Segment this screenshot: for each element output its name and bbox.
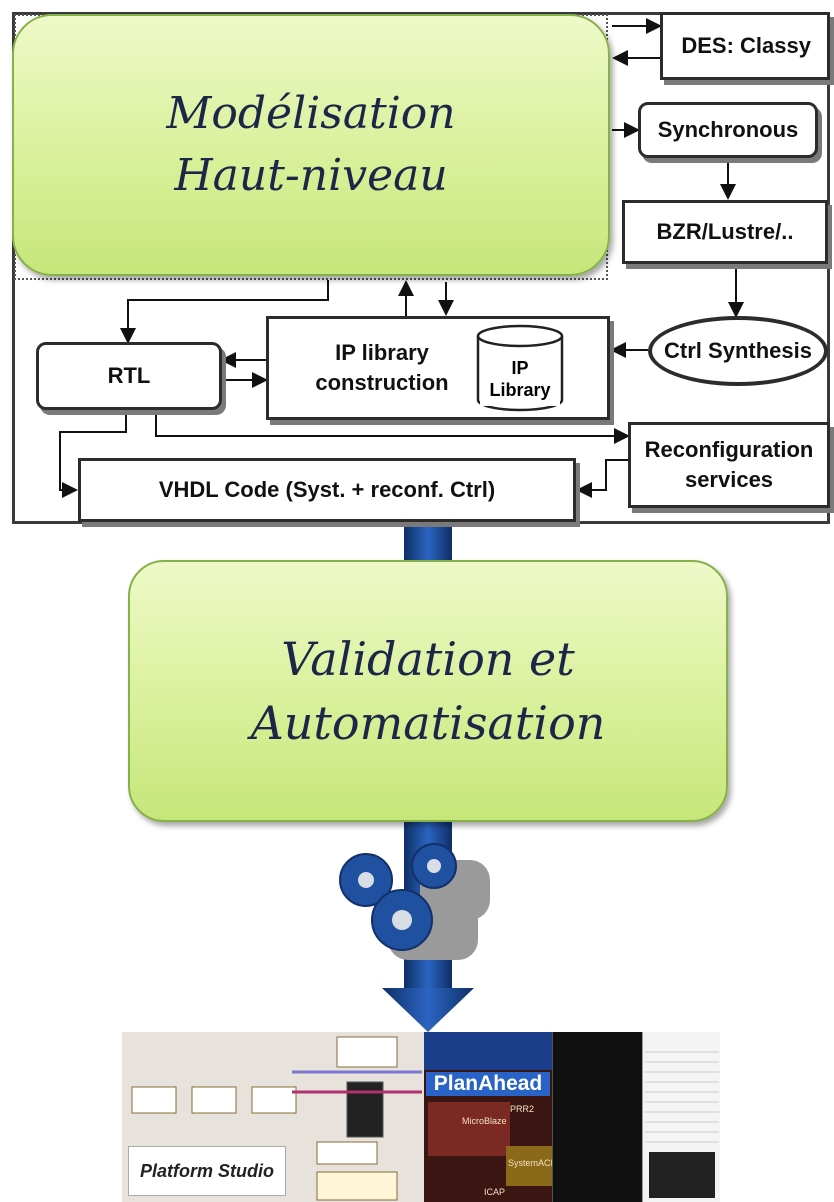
planahead-properties-pane <box>642 1032 720 1202</box>
ip-library-construction-label: IP library construction <box>315 340 449 395</box>
vhdl-code-label: VHDL Code (Syst. + reconf. Ctrl) <box>158 477 496 502</box>
bzr-lustre-label: BZR/Lustre/.. <box>656 219 794 244</box>
ctrl-synthesis-oval: Ctrl Synthesis <box>648 316 828 386</box>
vhdl-code-box: VHDL Code (Syst. + reconf. Ctrl) <box>78 458 576 522</box>
modelisation-title: Modélisation Haut-niveau <box>166 88 456 201</box>
ip-library-label: IP Library <box>480 352 560 406</box>
planahead-logo: PlanAhead <box>426 1072 550 1096</box>
icap-label: ICAP <box>484 1187 506 1197</box>
validation-title: Validation et Automatisation <box>250 632 606 750</box>
synchronous-label: Synchronous <box>657 117 799 142</box>
microblaze-label: MicroBlaze <box>462 1116 507 1126</box>
tools-screenshot: Platform Studio PlanAhead MicroBlaze Sys… <box>122 1032 720 1202</box>
modelisation-box: Modélisation Haut-niveau <box>12 14 610 276</box>
systemace-label: SystemACE <box>508 1158 557 1168</box>
gears-icon <box>339 843 490 960</box>
des-classy-label: DES: Classy <box>681 33 811 58</box>
prr-label: PRR2 <box>510 1104 535 1114</box>
rtl-label: RTL <box>107 363 151 388</box>
synchronous-box: Synchronous <box>638 102 818 158</box>
platform-studio-logo: Platform Studio <box>128 1146 286 1196</box>
bzr-lustre-box: BZR/Lustre/.. <box>622 200 828 264</box>
planahead-device-view <box>552 1032 643 1202</box>
validation-box: Validation et Automatisation <box>128 560 728 822</box>
des-classy-box: DES: Classy <box>660 12 830 80</box>
ctrl-synthesis-label: Ctrl Synthesis <box>664 338 812 363</box>
reconfiguration-services-box: Reconfiguration services <box>628 422 830 508</box>
rtl-box: RTL <box>36 342 222 410</box>
reconfiguration-services-label: Reconfiguration services <box>644 437 814 492</box>
planahead-panel: PlanAhead MicroBlaze SystemACE ICAP PRR2 <box>424 1032 557 1202</box>
